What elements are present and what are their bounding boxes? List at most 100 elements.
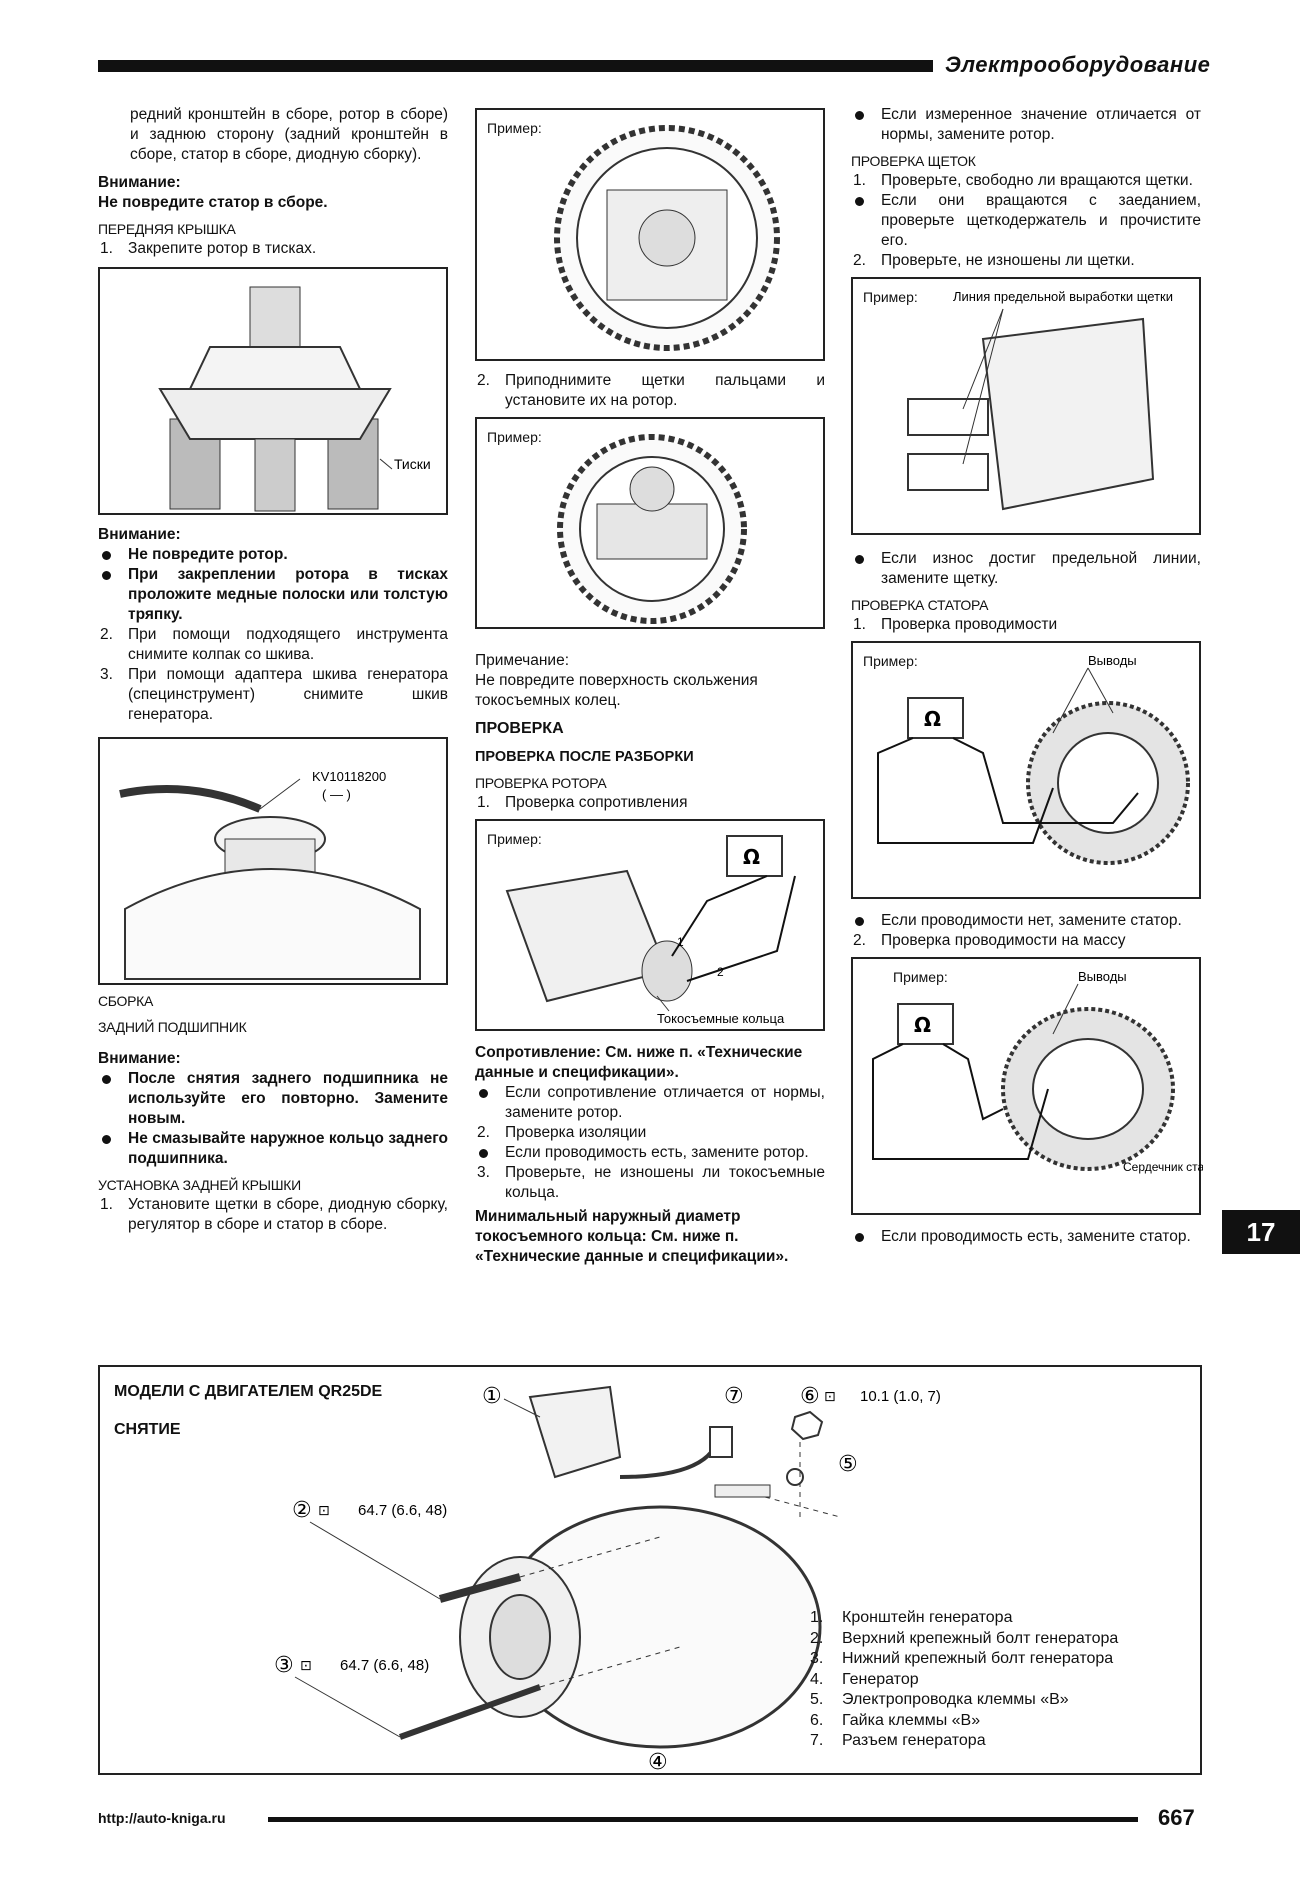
wear-line-label: Линия предельной выработки щетки <box>953 289 1173 304</box>
torque-2: 64.7 (6.6, 48) <box>358 1502 447 1519</box>
legend-num: 6. <box>810 1711 824 1729</box>
stator-core-label: Сердечник статора <box>1123 1160 1203 1174</box>
figure-stator-continuity: Пример: Выводы Ω <box>851 641 1201 899</box>
step-number: 2. <box>100 626 113 643</box>
figure-brush-install: Пример: <box>475 417 825 629</box>
warning-title: Внимание: <box>98 1050 181 1067</box>
subsection-assembly: СБОРКА <box>98 993 154 1009</box>
figure-stator-ground: Пример: Выводы Ω Сердечник статора <box>851 957 1203 1215</box>
bullet-item: Не смазывайте наружное кольцо заднего по… <box>98 1129 448 1169</box>
box-title: МОДЕЛИ С ДВИГАТЕЛЕМ QR25DE <box>114 1383 383 1400</box>
torque-3: 64.7 (6.6, 48) <box>340 1657 429 1674</box>
bullet-item: При закреплении ротора в тисках проложит… <box>98 565 448 625</box>
bullet-item: Если они вращаются с заеданием, проверьт… <box>851 191 1201 251</box>
bullet-text: Не повредите ротор. <box>128 546 288 563</box>
tool-number: KV10118200 <box>312 769 386 784</box>
lead-1-label: 1 <box>677 935 684 949</box>
section-check: ПРОВЕРКА <box>475 720 564 737</box>
min-diameter-spec: Минимальный наружный диаметр токосъемног… <box>475 1208 789 1265</box>
step-item: 1.Закрепите ротор в тисках. <box>98 239 448 259</box>
bullet-item: Если проводимость есть, замените статор. <box>851 1227 1201 1247</box>
figure-pulley-removal: KV10118200 ( — ) <box>98 737 448 985</box>
step-text: При помощи адаптера шкива генератора (сп… <box>128 666 448 723</box>
page-section-title: Электрооборудование <box>945 52 1211 77</box>
legend-item: 6.Гайка клеммы «В» <box>810 1711 1118 1732</box>
footer-url[interactable]: http://auto-kniga.ru <box>98 1810 226 1826</box>
continued-text: редний кронштейн в сборе, ротор в сборе)… <box>130 106 448 163</box>
step-number: 1. <box>477 794 490 811</box>
step-number: 1. <box>100 1196 113 1213</box>
legend-num: 3. <box>810 1650 824 1667</box>
callout-4: ④ <box>648 1750 668 1773</box>
chapter-tab: 17 <box>1222 1210 1300 1254</box>
bullet-icon <box>855 555 864 564</box>
torque-icon: ⊡ <box>824 1389 836 1405</box>
figure-brush-wear: Пример: Линия предельной выработки щетки <box>851 277 1201 535</box>
figure-rotor-resistance: Пример: Ω 1 2 Токосъемные кольца <box>475 819 825 1031</box>
legend-item: 4.Генератор <box>810 1670 1118 1691</box>
step-item: 2.При помощи подходящего инструмента сни… <box>98 625 448 665</box>
legend-num: 1. <box>810 1609 824 1626</box>
callout-3: ③ <box>274 1653 294 1678</box>
step-item: 3.При помощи адаптера шкива генератора (… <box>98 665 448 725</box>
legend-item: 5. Электропроводка клеммы «В» <box>810 1690 1118 1711</box>
legend-num: 5. <box>810 1691 824 1708</box>
rear-bracket-drawing <box>554 125 780 351</box>
legend-item: 3.Нижний крепежный болт генератора <box>810 1649 1118 1670</box>
callout-6: ⑥ <box>800 1384 820 1409</box>
alternator-exploded-drawing: ① ⑦ ⑥ ⊡ 10.1 (1.0, 7) ⑤ ② ⊡ 64.7 (6.6, 4… <box>274 1384 941 1773</box>
bullet-icon <box>855 111 864 120</box>
stator-continuity-drawing: Выводы Ω <box>877 653 1190 865</box>
figure-example-label: Пример: <box>863 653 918 669</box>
ohmmeter-icon: Ω <box>743 845 760 869</box>
step-text: Проверка сопротивления <box>505 794 688 811</box>
torque-icon: ⊡ <box>318 1503 330 1519</box>
step-number: 1. <box>853 172 866 189</box>
legend-text: Верхний крепежный болт генератора <box>842 1629 1119 1647</box>
subsection-rear-bearing: ЗАДНИЙ ПОДШИПНИК <box>98 1019 247 1035</box>
legend-num: 2. <box>810 1629 824 1647</box>
bullet-icon <box>479 1149 488 1158</box>
warning-title: Внимание: <box>98 174 181 191</box>
resistance-spec: Сопротивление: См. ниже п. «Технические … <box>475 1044 803 1081</box>
torque-6: 10.1 (1.0, 7) <box>860 1388 941 1405</box>
callout-7: ⑦ <box>724 1384 744 1409</box>
bullet-item: Если сопротивление отличается от нормы, … <box>475 1083 825 1123</box>
subsection-brush-check: ПРОВЕРКА ЩЕТОК <box>851 153 976 169</box>
bullet-text: После снятия заднего подшипника не испол… <box>128 1070 448 1127</box>
vise-label: Тиски <box>394 456 431 472</box>
slip-rings-label: Токосъемные кольца <box>657 1011 785 1026</box>
header-rule <box>98 60 933 72</box>
step-number: 2. <box>477 1124 490 1141</box>
callout-2: ② <box>292 1498 312 1523</box>
step-text: Проверьте, свободно ли вращаются щетки. <box>881 172 1193 189</box>
legend-text: Электропроводка клеммы «В» <box>842 1691 1069 1708</box>
bullet-icon <box>102 1075 111 1084</box>
tool-alt: ( — ) <box>322 787 351 802</box>
leads-label: Выводы <box>1088 653 1137 668</box>
step-number: 3. <box>477 1164 490 1181</box>
step-item: 1. Проверьте, свободно ли вращаются щетки… <box>851 171 1201 191</box>
brush-install-drawing <box>557 434 747 624</box>
column-2: Пример: 2.Приподнимите щетки пальцами и … <box>475 108 825 1267</box>
step-item: 1. Установите щетки в сборе, диодную сбор… <box>98 1195 448 1235</box>
leads-label: Выводы <box>1078 969 1127 984</box>
legend-item: 1.Кронштейн генератора <box>810 1608 1118 1629</box>
note-text: Не повредите поверхность скольжения токо… <box>475 672 758 709</box>
step-text: Установите щетки в сборе, диодную сборку… <box>128 1196 448 1233</box>
stator-ground-drawing: Выводы Ω Сердечник статора <box>872 969 1203 1174</box>
step-item: 1.Проверка проводимости <box>851 615 1201 635</box>
subsection-rear-cover: УСТАНОВКА ЗАДНЕЙ КРЫШКИ <box>98 1177 301 1193</box>
step-number: 2. <box>853 252 866 269</box>
rotor-resistance-drawing: Ω 1 2 Токосъемные кольца <box>505 835 796 1026</box>
column-1: редний кронштейн в сборе, ротор в сборе)… <box>98 105 448 1235</box>
figure-example-label: Пример: <box>893 969 948 985</box>
bullet-icon <box>102 571 111 580</box>
callout-5: ⑤ <box>838 1452 858 1477</box>
bullet-icon <box>102 1135 111 1144</box>
figure-rotor-in-vise: Тиски <box>98 267 448 515</box>
column-3: Если измеренное значение отличается от н… <box>851 105 1203 1247</box>
callout-1: ① <box>482 1384 502 1409</box>
pulley-removal-drawing: KV10118200 ( — ) <box>119 769 421 980</box>
note-title: Примечание: <box>475 652 570 669</box>
